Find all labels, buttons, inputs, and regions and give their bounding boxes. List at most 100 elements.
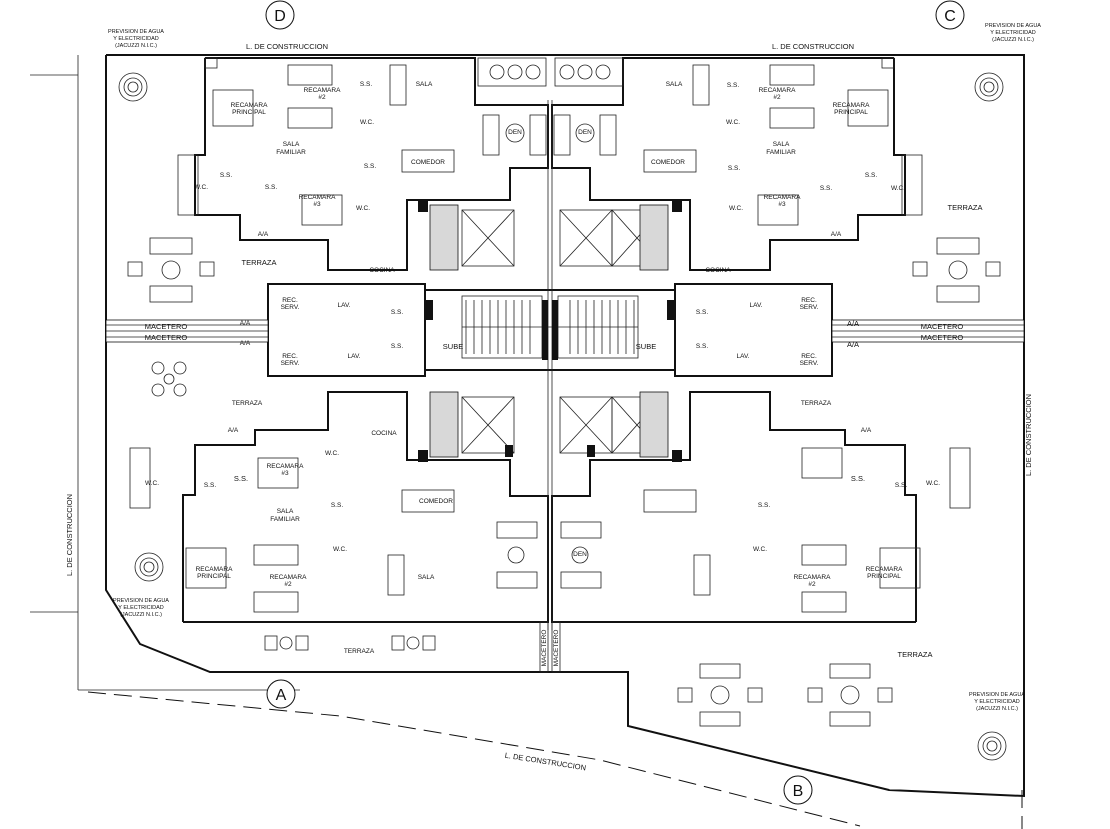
label-recamara-2-bl: RECAMARA (270, 574, 308, 581)
axis-bubble-b: B (783, 775, 813, 805)
label-ss-bl-1: S.S. (391, 343, 403, 350)
label-aa-right-top: A/A (847, 319, 859, 328)
label-recamara-3-bl: RECAMARA (267, 463, 305, 470)
label-recamara-principal-br: RECAMARA (866, 566, 904, 573)
label-recamara-3-tl: RECAMARA (299, 194, 337, 201)
label-ss-br-3: S.S. (895, 482, 907, 489)
label-ss-br-1: S.S. (696, 343, 708, 350)
label-comedor-bl: COMEDOR (419, 498, 453, 505)
balconies (129, 57, 971, 509)
svg-text:(JACUZZI N.I.C.): (JACUZZI N.I.C.) (115, 43, 157, 49)
jacuzzi-top-left: PREVISION DE AGUA Y ELECTRICIDAD (JACUZZ… (108, 29, 164, 102)
label-ss-tr-5: S.S. (696, 309, 708, 316)
label-cocina-bl: COCINA (371, 430, 397, 437)
label-wc-br-1: W.C. (926, 480, 940, 487)
macetero-label-right-top: MACETERO (921, 322, 964, 331)
label-comedor-tl: COMEDOR (411, 159, 445, 166)
label-rec-serv-br: REC. (801, 353, 817, 360)
label-wc-br-2: W.C. (753, 546, 767, 553)
label-sala-familiar-tr: SALA (773, 141, 790, 148)
svg-text:(JACUZZI N.I.C.): (JACUZZI N.I.C.) (976, 706, 1018, 712)
label-wc-bl-2: W.C. (145, 480, 159, 487)
construction-line-label-left: L. DE CONSTRUCCION (65, 494, 74, 576)
macetero-label-vertical-left: MACETERO (541, 630, 548, 667)
label-lav-bl: LAV. (347, 353, 360, 360)
label-cocina-tr: COCINA (705, 267, 731, 274)
svg-text:Y ELECTRICIDAD: Y ELECTRICIDAD (118, 605, 163, 611)
label-aa-tl: A/A (258, 231, 269, 238)
label-ss-tl-5: S.S. (391, 309, 403, 316)
label-sala-tl: SALA (416, 81, 433, 88)
label-den-tl: DEN (508, 129, 522, 136)
label-num3-bl: #3 (281, 470, 289, 477)
elevators (418, 200, 682, 462)
macetero-label-vertical-right: MACETERO (553, 630, 560, 667)
label-wc-bl-1: W.C. (325, 450, 339, 457)
label-num3-tr: #3 (778, 201, 786, 208)
stairs (425, 295, 675, 360)
label-terraza-br-2: TERRAZA (897, 650, 932, 659)
label-aa-tr: A/A (831, 231, 842, 238)
svg-text:(JACUZZI N.I.C.): (JACUZZI N.I.C.) (992, 37, 1034, 43)
label-recamara-principal-tl: RECAMARA (231, 102, 269, 109)
label-ss-bl-3: S.S. (204, 482, 216, 489)
label-ss-tl-2: S.S. (220, 172, 232, 179)
label-lav-br: LAV. (736, 353, 749, 360)
building-walls (182, 57, 917, 630)
label-recamara-principal-bl: RECAMARA (196, 566, 234, 573)
label-serv-tl: SERV. (281, 304, 300, 311)
label-sala-familiar-bl: SALA (277, 508, 294, 515)
label-sala-familiar-tl: SALA (283, 141, 300, 148)
label-terraza-tr: TERRAZA (947, 203, 982, 212)
axis-bubble-d: D (265, 0, 295, 30)
label-serv-br: SERV. (800, 360, 819, 367)
label-lav-tr: LAV. (749, 302, 762, 309)
label-wc-tl-3: W.C. (356, 205, 370, 212)
label-principal-tr: PRINCIPAL (834, 109, 868, 116)
label-den-tr: DEN (578, 129, 592, 136)
label-principal-tl: PRINCIPAL (232, 109, 266, 116)
label-familiar-bl: FAMILIAR (270, 516, 300, 523)
jacuzzi-bottom-right: PREVISION DE AGUA Y ELECTRICIDAD (JACUZZ… (969, 692, 1025, 761)
label-rec-serv-tl: REC. (282, 297, 298, 304)
label-lav-tl: LAV. (337, 302, 350, 309)
macetero-bars (105, 319, 1025, 673)
construction-line-label-top-right: L. DE CONSTRUCCION (772, 42, 854, 51)
label-serv-bl: SERV. (281, 360, 300, 367)
label-recamara-principal-tr: RECAMARA (833, 102, 871, 109)
svg-text:Y ELECTRICIDAD: Y ELECTRICIDAD (990, 30, 1035, 36)
svg-text:D: D (274, 8, 286, 25)
svg-text:PREVISION DE AGUA: PREVISION DE AGUA (969, 692, 1025, 698)
site-boundary (30, 54, 1025, 829)
svg-text:PREVISION DE AGUA: PREVISION DE AGUA (113, 598, 169, 604)
label-aa-right-bottom: A/A (847, 340, 859, 349)
axis-bubble-a: A (266, 679, 296, 709)
label-cocina-tl: COCINA (369, 267, 395, 274)
label-ss-bl-2: S.S. (234, 474, 248, 483)
label-serv-tr: SERV. (800, 304, 819, 311)
label-aa-left-top: A/A (240, 320, 251, 327)
label-aa-br: A/A (861, 427, 872, 434)
label-wc-tr-2: W.C. (891, 185, 905, 192)
label-ss-tr-2: S.S. (728, 165, 740, 172)
label-num2-br: #2 (808, 581, 816, 588)
label-principal-bl: PRINCIPAL (197, 573, 231, 580)
macetero-label-left-top: MACETERO (145, 322, 188, 331)
svg-text:PREVISION DE AGUA: PREVISION DE AGUA (108, 29, 164, 35)
label-principal-br: PRINCIPAL (867, 573, 901, 580)
label-wc-tl-2: W.C. (194, 184, 208, 191)
label-sube-right: SUBE (636, 342, 656, 351)
construction-line-label-right: L. DE CONSTRUCCION (1024, 394, 1033, 476)
furniture (127, 57, 1001, 727)
label-rec-serv-bl: REC. (282, 353, 298, 360)
svg-text:PREVISION DE AGUA: PREVISION DE AGUA (985, 23, 1041, 29)
construction-line-label-top-left: L. DE CONSTRUCCION (246, 42, 328, 51)
label-familiar-tr: FAMILIAR (766, 149, 796, 156)
label-ss-br-4: S.S. (758, 502, 770, 509)
label-ss-br-2: S.S. (851, 474, 865, 483)
label-recamara-2-tr: RECAMARA (759, 87, 797, 94)
label-wc-bl-3: W.C. (333, 546, 347, 553)
label-ss-tr-4: S.S. (820, 185, 832, 192)
macetero-label-right-bottom: MACETERO (921, 333, 964, 342)
